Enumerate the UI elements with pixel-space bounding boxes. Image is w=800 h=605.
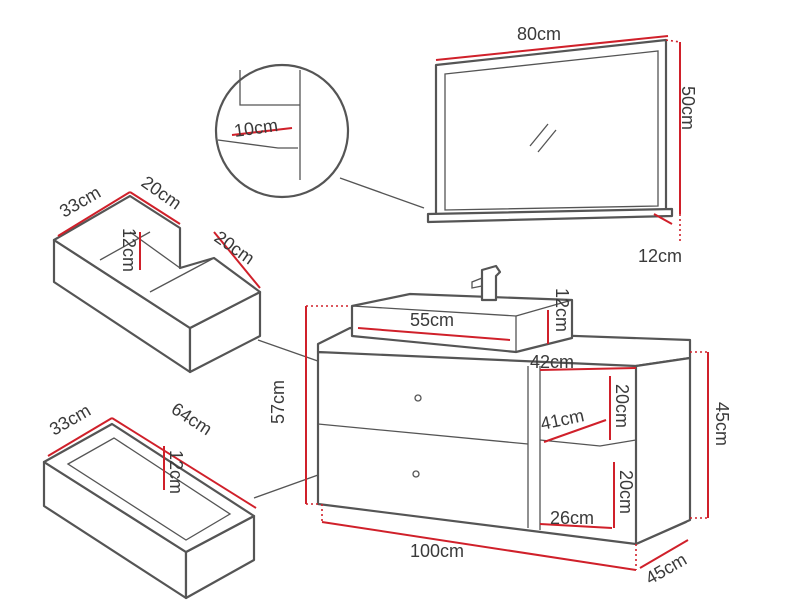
label-shelf-width-value: 26 [550, 508, 570, 528]
label-basin-width: 55cm [410, 310, 454, 330]
label-mirror-width-value: 80 [517, 24, 537, 44]
mirror-glass [444, 50, 659, 211]
dimension-lines [47, 35, 709, 571]
upper-drawer-knob [414, 394, 422, 402]
label-mirror-shelf-value: 12 [638, 246, 658, 266]
dim-basin-width [357, 327, 511, 341]
label-shelf-lower-height: 20cm [616, 470, 636, 514]
label-mirror-shelf-unit: cm [658, 246, 682, 266]
label-shelf-width: 26cm [550, 508, 594, 528]
label-shelf-lower-height-unit: cm [616, 490, 636, 514]
mirror-glare-1 [529, 123, 549, 147]
cabinet-shelf [539, 439, 637, 447]
basin-rim-side [515, 299, 573, 317]
label-cabinet-height-unit: cm [712, 422, 732, 446]
detail-shelf-edge [217, 139, 298, 149]
label-cabinet-height-value: 45 [712, 402, 732, 422]
mirror-shelf [426, 207, 674, 224]
detail-circle [214, 63, 350, 199]
bottom-drawer-inside [66, 437, 232, 541]
faucet-icon [480, 264, 502, 302]
mirror [339, 38, 674, 224]
cabinet-drawer-split [317, 423, 529, 445]
washbasin [350, 264, 574, 354]
cabinet-body [316, 350, 688, 546]
label-mirror-shelf: 12cm [638, 246, 682, 266]
label-basin-height-value: 12 [552, 288, 572, 308]
dim-top-drawer-width [57, 191, 131, 237]
top-drawer [52, 194, 333, 374]
top-drawer-inner-2 [149, 257, 215, 293]
label-mirror-height-unit: cm [678, 106, 698, 130]
label-mirror-height-value: 50 [678, 86, 698, 106]
dim-cabinet-width [321, 521, 637, 571]
label-top-drawer-height-unit: cm [119, 248, 139, 272]
label-detail-thickness: 10cm [233, 115, 279, 141]
dim-top-drawer-back-depth [213, 231, 261, 289]
vanity-cabinet [316, 326, 692, 546]
dim-shelf-width [539, 523, 613, 529]
lower-drawer-knob [412, 470, 420, 478]
label-cabinet-width: 100cm [410, 541, 464, 561]
label-cabinet-width-value: 100 [410, 541, 440, 561]
dim-ext-mirror-top [665, 39, 681, 43]
dim-mirror-width [435, 35, 669, 61]
label-basin-height-unit: cm [552, 308, 572, 332]
label-bottom-drawer-height: 12cm [166, 450, 186, 494]
label-niche-width-value: 41 [539, 410, 563, 434]
bottom-drawer-top [42, 422, 256, 554]
label-mirror-height: 50cm [678, 86, 698, 130]
label-cabinet-top-depth-value: 42 [530, 352, 550, 372]
label-shelf-upper-height-unit: cm [612, 404, 632, 428]
dim-mirror-shelf [653, 213, 673, 225]
cabinet-side-panel [634, 356, 692, 546]
label-cabinet-total-height-value: 57 [268, 404, 288, 424]
label-bottom-drawer-height-unit: cm [166, 470, 186, 494]
label-shelf-lower-height-value: 20 [616, 470, 636, 490]
mirror-detail-circle [214, 63, 350, 199]
top-drawer-inner-1 [99, 231, 151, 261]
dim-top-drawer-front-depth [129, 191, 181, 225]
label-niche-width-unit: cm [558, 405, 586, 430]
basin-rim-front [351, 305, 517, 317]
label-bottom-drawer-depth: 64cm [168, 399, 216, 440]
detail-leader-mirror [339, 177, 425, 209]
label-cabinet-depth: 45cm [642, 549, 690, 588]
dim-cabinet-depth [639, 539, 689, 569]
basin-body [350, 292, 574, 354]
label-basin-width-unit: cm [430, 310, 454, 330]
label-cabinet-width-unit: cm [440, 541, 464, 561]
top-drawer-top [52, 194, 262, 330]
detail-dim-line [231, 127, 293, 136]
label-cabinet-top-depth: 42cm [530, 352, 574, 372]
dim-bottom-drawer-width [47, 417, 113, 457]
label-shelf-upper-height-value: 20 [612, 384, 632, 404]
faucet-handle [471, 277, 483, 289]
label-niche-width: 41cm [539, 405, 586, 434]
label-basin-width-value: 55 [410, 310, 430, 330]
label-detail-thickness-value: 10 [233, 118, 256, 141]
dim-bottom-drawer-depth [111, 417, 257, 509]
label-cabinet-height: 45cm [712, 402, 732, 446]
label-shelf-upper-height: 20cm [612, 384, 632, 428]
label-bottom-drawer-height-value: 12 [166, 450, 186, 470]
label-top-drawer-height: 12cm [119, 228, 139, 272]
label-shelf-width-unit: cm [570, 508, 594, 528]
label-mirror-width: 80cm [517, 24, 561, 44]
label-basin-height: 12cm [552, 288, 572, 332]
label-mirror-width-unit: cm [537, 24, 561, 44]
mirror-frame [434, 38, 668, 220]
detail-inner-edge [239, 70, 300, 106]
label-cabinet-total-height-unit: cm [268, 380, 288, 404]
dim-niche-width [543, 419, 607, 443]
bottom-drawer [42, 422, 333, 600]
mirror-glare-2 [537, 129, 557, 153]
dim-cabinet-top-depth [539, 367, 637, 371]
label-cabinet-total-height: 57cm [268, 380, 288, 424]
label-cabinet-top-depth-unit: cm [550, 352, 574, 372]
label-top-drawer-height-value: 12 [119, 228, 139, 248]
label-detail-thickness-unit: cm [253, 115, 280, 138]
